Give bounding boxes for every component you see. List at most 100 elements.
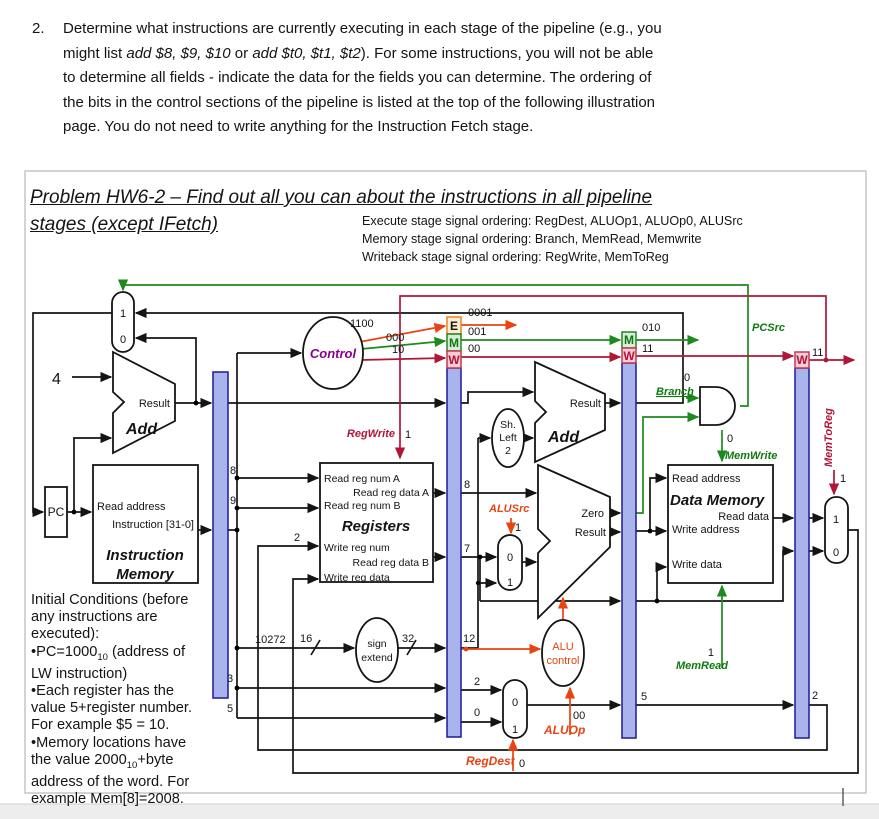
pc-mux-input-1: 1	[120, 308, 126, 320]
regdest-mux-0: 0	[512, 697, 518, 709]
wire-write-num: 2	[294, 532, 300, 544]
initial-conditions-line: example Mem[8]=2008.	[31, 791, 184, 808]
sign-extend-unit	[355, 617, 399, 683]
regdest-mux	[502, 679, 528, 739]
initial-conditions-line: LW instruction)	[31, 665, 128, 682]
memread-label: MemRead	[676, 660, 728, 672]
imem-instruction-out: Instruction [31-0]	[112, 519, 194, 531]
problem-text-line: the bits in the control sections of the …	[63, 93, 656, 111]
memtoreg-value: 1	[840, 473, 846, 485]
wire-read-num-a: 8	[230, 465, 236, 477]
reg-read-data-a: Read reg data A	[353, 487, 429, 499]
pc-adder-title: Add	[125, 421, 158, 438]
data-memory-box	[667, 464, 774, 584]
problem-text-line: might list add $8, $9, $10 or add $t0, $…	[63, 44, 654, 62]
branch-adder-result: Result	[570, 398, 601, 410]
regdest-mux-1: 1	[512, 724, 518, 736]
alusrc-mux	[497, 534, 523, 591]
branch-adder	[534, 360, 606, 464]
memtoreg-mux-0: 0	[833, 547, 839, 559]
memwb-register	[794, 367, 810, 739]
memtoreg-mux-1: 1	[833, 514, 839, 526]
exmem-w-value: 11	[642, 343, 653, 355]
shift-left-2-unit	[491, 408, 525, 468]
imem-read-address: Read address	[97, 501, 166, 513]
main-alu	[537, 463, 611, 621]
pc-label: PC	[48, 505, 65, 519]
figure-title-line-1: Problem HW6-2 – Find out all you can abo…	[30, 187, 653, 208]
reg-read-num-a: Read reg num A	[324, 473, 400, 485]
memwb-w-letter: W	[796, 353, 808, 367]
initial-conditions-line: Initial Conditions (before	[31, 592, 189, 608]
exmem-register	[621, 362, 637, 739]
memwb-w-value: 11	[812, 347, 823, 359]
wire-data-b: 7	[464, 543, 470, 555]
imem-title-2: Memory	[116, 566, 174, 583]
pc-box	[44, 486, 68, 538]
dmem-write-data: Write data	[672, 559, 723, 571]
memwrite-label: MemWrite	[725, 450, 777, 462]
control-m-bits: 000	[386, 332, 404, 344]
pc-mux-input-0: 0	[120, 334, 126, 346]
wire-width-16: 16	[300, 633, 312, 645]
memory-signal-wires	[117, 279, 749, 668]
reg-write-data: Write reg data	[324, 572, 390, 584]
shift-label-2: Left	[499, 432, 517, 444]
alu-zero: Zero	[581, 508, 604, 520]
aluop-label: ALUOp	[543, 723, 585, 737]
wire-imm-idex: 12	[463, 633, 475, 645]
pc-adder-result: Result	[139, 398, 170, 410]
wire-data-a: 8	[464, 479, 470, 491]
problem-text-line: page. You do not need to write anything …	[63, 118, 534, 136]
registers-box	[319, 462, 434, 583]
initial-conditions-line: •Memory locations have	[31, 734, 187, 751]
pc-adder	[112, 350, 176, 455]
control-label: Control	[310, 346, 357, 361]
initial-conditions-line: executed):	[31, 626, 100, 643]
initial-conditions-line: any instructions are	[31, 609, 158, 626]
figure-title: Problem HW6-2 – Find out all you can abo…	[30, 184, 652, 238]
memwb-w-box	[794, 351, 810, 369]
idex-w-box	[446, 350, 462, 369]
instruction-memory-box	[92, 464, 199, 584]
idex-register	[446, 367, 462, 738]
execute-signal-wires	[358, 319, 576, 771]
signal-ordering-notes: Execute stage signal ordering: RegDest, …	[362, 212, 743, 266]
dmem-write-address: Write address	[672, 524, 740, 536]
wire-rt-idex: 2	[474, 676, 480, 688]
imem-title-1: Instruction	[106, 547, 184, 564]
memwb-dest-value: 2	[812, 690, 818, 702]
initial-conditions-line: address of the word. For	[31, 773, 190, 790]
initial-conditions-line: •PC=100010 (address of	[31, 643, 186, 663]
alusrc-label: ALUSrc	[488, 503, 529, 515]
reg-read-data-b: Read reg data B	[353, 557, 429, 569]
initial-conditions-line: For example $5 = 10.	[31, 717, 170, 734]
ifid-register	[212, 371, 229, 699]
memread-value: 1	[708, 647, 714, 659]
alu-control-label-2: control	[546, 655, 579, 667]
writeback-ordering: Writeback stage signal ordering: RegWrit…	[362, 250, 669, 264]
problem-text-line: to determine all fields - indicate the d…	[63, 69, 652, 87]
bottom-strip	[0, 804, 879, 819]
wire-immediate: 10272	[255, 634, 286, 646]
pc-src-mux	[111, 291, 135, 353]
alu-control-unit	[541, 619, 585, 687]
dmem-title: Data Memory	[670, 492, 765, 509]
exmem-w-box	[621, 347, 637, 364]
control-unit	[302, 316, 364, 390]
alu-result: Result	[575, 527, 606, 539]
figure-border	[24, 170, 867, 794]
alusrc-mux-0: 0	[507, 552, 513, 564]
idex-e-letter: E	[450, 319, 458, 333]
regwrite-label: RegWrite	[347, 428, 395, 440]
alusrc-mux-1: 1	[507, 577, 513, 589]
memtoreg-mux	[824, 496, 849, 564]
problem-text-line: Determine what instructions are currentl…	[63, 20, 662, 37]
memtoreg-label: MemToReg	[823, 408, 835, 467]
exmem-m-letter: M	[624, 333, 634, 347]
branch-and-gate	[699, 386, 736, 426]
exmem-w-letter: W	[623, 349, 635, 363]
regwrite-value: 1	[405, 429, 411, 441]
